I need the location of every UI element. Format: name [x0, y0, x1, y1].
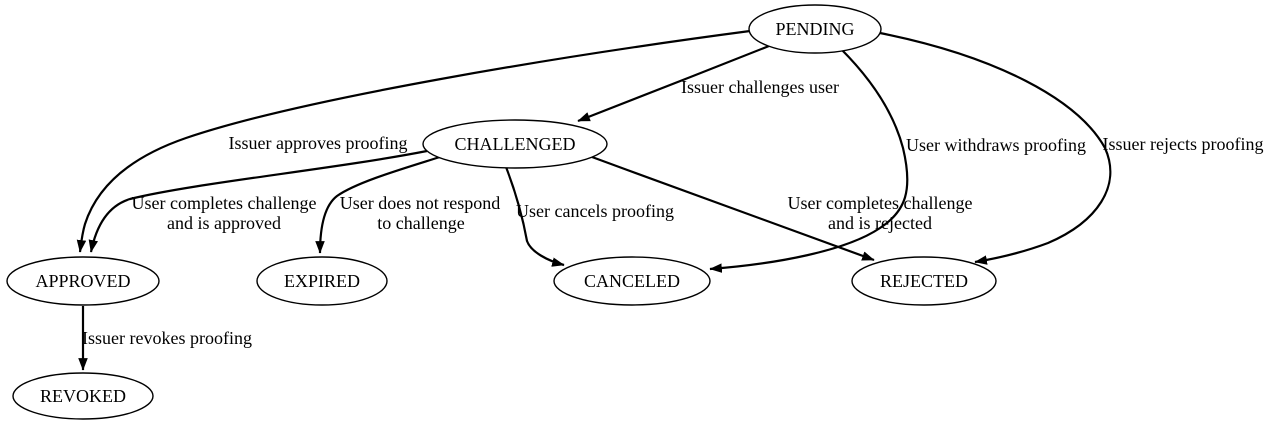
edge-label: User does not respond: [340, 193, 500, 213]
edge-challenged-rejected-path: [591, 155, 875, 262]
edge-pending-approved: Issuer approves proofing: [76, 29, 751, 253]
node-approved-ellipse: [6, 256, 160, 306]
node-approved: APPROVED: [6, 256, 160, 306]
edge-challenged-expired: User does not respond to challenge: [315, 155, 500, 254]
node-challenged: CHALLENGED: [422, 119, 608, 169]
node-revoked: REVOKED: [12, 372, 154, 420]
node-label: CHALLENGED: [455, 134, 576, 154]
edge-label: Issuer challenges user: [681, 77, 839, 97]
node-expired-ellipse: [256, 256, 388, 306]
node-rejected-ellipse: [851, 256, 997, 306]
node-label: CANCELED: [584, 271, 680, 291]
edge-pending-canceled-path: [709, 48, 909, 273]
edge-challenged-expired-path: [315, 155, 441, 254]
edge-label: to challenge: [377, 213, 464, 233]
node-rejected: REJECTED: [851, 256, 997, 306]
node-label: APPROVED: [35, 271, 130, 291]
edge-label: User cancels proofing: [516, 201, 674, 221]
edge-pending-rejected: Issuer rejects proofing: [879, 31, 1264, 265]
node-canceled: CANCELED: [553, 256, 711, 306]
edge-challenged-canceled: User cancels proofing: [504, 166, 674, 267]
edge-pending-challenged: Issuer challenges user: [577, 44, 839, 123]
edge-pending-canceled: User withdraws proofing: [709, 48, 1086, 273]
edge-label: User withdraws proofing: [906, 135, 1086, 155]
node-canceled-ellipse: [553, 256, 711, 306]
edge-challenged-approved: User completes challenge and is approved: [88, 149, 428, 253]
edge-pending-approved-path: [76, 29, 751, 253]
node-expired: EXPIRED: [256, 256, 388, 306]
node-revoked-ellipse: [12, 372, 154, 420]
edge-pending-rejected-path: [879, 31, 1112, 265]
node-label: EXPIRED: [284, 271, 360, 291]
edge-challenged-canceled-path: [504, 166, 565, 267]
node-label: REJECTED: [880, 271, 968, 291]
node-label: PENDING: [776, 19, 855, 39]
edge-label: User completes challenge: [788, 193, 973, 213]
edge-label: and is approved: [167, 213, 281, 233]
edge-label: Issuer rejects proofing: [1103, 134, 1264, 154]
node-challenged-ellipse: [422, 119, 608, 169]
node-label: REVOKED: [40, 386, 126, 406]
node-pending: PENDING: [748, 4, 882, 54]
edge-label: User completes challenge: [132, 193, 317, 213]
edge-pending-challenged-path: [577, 44, 770, 123]
edge-label: Issuer approves proofing: [229, 133, 408, 153]
edge-approved-revoked: Issuer revokes proofing: [78, 306, 252, 371]
edge-challenged-approved-path: [88, 149, 428, 253]
edge-label: Issuer revokes proofing: [82, 328, 252, 348]
edge-label: and is rejected: [828, 213, 932, 233]
node-pending-ellipse: [748, 4, 882, 54]
edge-challenged-rejected: User completes challenge and is rejected: [591, 155, 973, 262]
